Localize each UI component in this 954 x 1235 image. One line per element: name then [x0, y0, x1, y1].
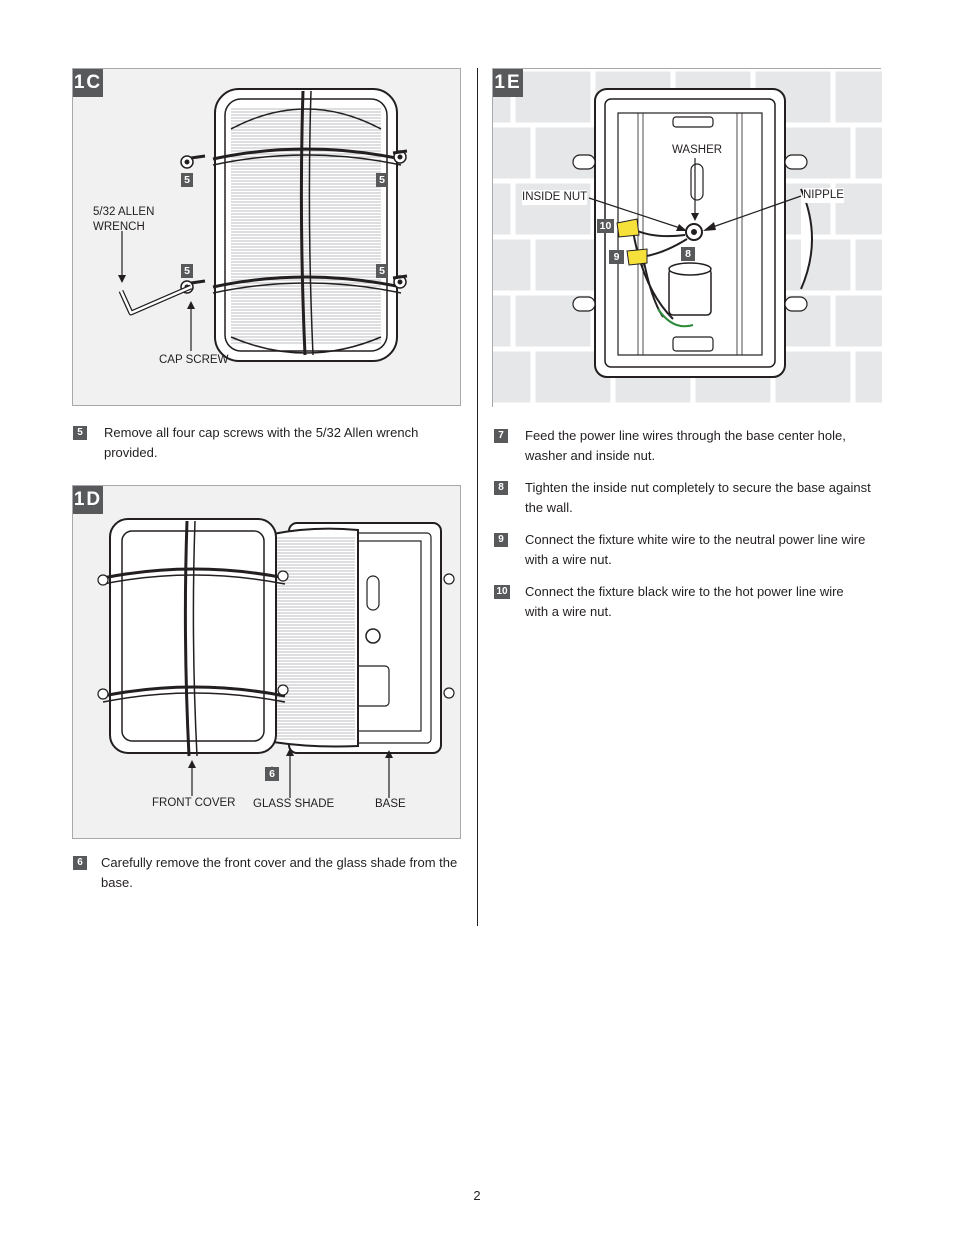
step-number: 6 [73, 856, 87, 870]
callout-5: 5 [376, 264, 388, 278]
callout-6: 6 [265, 767, 279, 781]
wrench-label: 5/32 ALLEN WRENCH [93, 206, 155, 233]
step-number: 8 [494, 481, 508, 495]
figure-1d: 1D 6 FRONT COVER GLASS SHADE BASE [72, 485, 461, 839]
figure-1c: 1C 5/32 ALLEN WRENCH CAP SCREW 5 5 5 5 [72, 68, 461, 406]
glass-shade-label: GLASS SHADE [253, 798, 335, 810]
front-cover-label: FRONT COVER [152, 797, 236, 809]
figure-1c-illustration [118, 88, 408, 362]
step-number: 10 [494, 585, 510, 599]
figure-1d-illustration [97, 518, 455, 798]
figure-1e-illustration [493, 69, 882, 408]
step-text: Feed the power line wires through the ba… [525, 428, 846, 463]
step-6: 6 Carefully remove the front cover and t… [73, 853, 463, 893]
callout-5: 5 [376, 173, 388, 187]
step-number: 9 [494, 533, 508, 547]
callout-8: 8 [681, 247, 695, 261]
callout-9: 9 [609, 250, 624, 264]
page-number: 2 [473, 1188, 481, 1203]
figure-1e: 1E WASHER INSIDE NUT NIPPLE 10 9 8 [492, 68, 882, 408]
base-label: BASE [375, 798, 406, 810]
step-9: 9 Connect the fixture white wire to the … [494, 530, 884, 570]
step-text: Connect the fixture black wire to the ho… [525, 584, 844, 619]
step-8: 8 Tighten the inside nut completely to s… [494, 478, 884, 518]
step-number: 5 [73, 426, 87, 440]
figure-tag: 1E [493, 69, 523, 97]
callout-5: 5 [181, 264, 193, 278]
step-7: 7 Feed the power line wires through the … [494, 426, 884, 466]
callout-5: 5 [181, 173, 193, 187]
cap-screw-label: CAP SCREW [159, 354, 229, 366]
nipple-label: NIPPLE [803, 188, 844, 203]
figure-tag: 1D [73, 486, 103, 514]
step-10: 10 Connect the fixture black wire to the… [494, 582, 884, 622]
step-text: Remove all four cap screws with the 5/32… [104, 425, 419, 460]
step-text: Tighten the inside nut completely to sec… [525, 480, 871, 515]
washer-label: WASHER [672, 143, 723, 158]
callout-10: 10 [597, 219, 614, 233]
step-text: Carefully remove the front cover and the… [101, 855, 458, 890]
step-number: 7 [494, 429, 508, 443]
step-5: 5 Remove all four cap screws with the 5/… [73, 423, 463, 463]
figure-tag: 1C [73, 69, 103, 97]
step-text: Connect the fixture white wire to the ne… [525, 532, 866, 567]
column-divider [477, 68, 478, 926]
inside-nut-label: INSIDE NUT [522, 190, 588, 205]
